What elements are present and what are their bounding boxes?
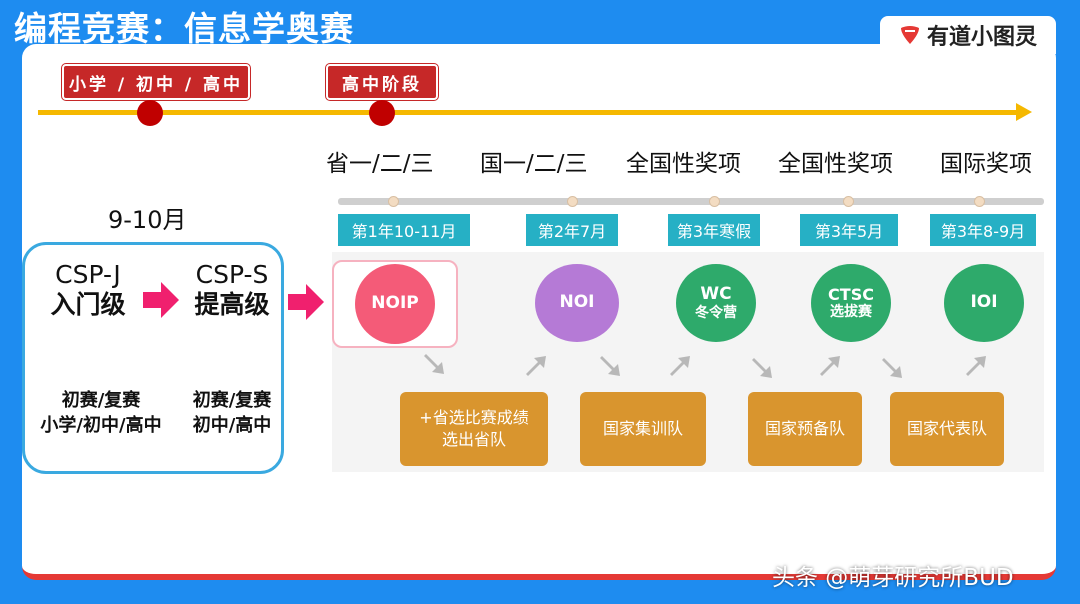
csp-level-desc: 提高级: [194, 290, 270, 319]
timeline-arrowhead: [1016, 103, 1032, 121]
arrow-down-right-icon: [752, 358, 772, 378]
team-box-line: +省选比赛成绩: [419, 407, 529, 427]
stage-tag-primary-to-high: 小学 / 初中 / 高中: [61, 63, 251, 101]
competition-subname: 选拔赛: [830, 304, 872, 321]
track-dot: [388, 196, 399, 207]
competition-name: CTSC: [828, 284, 874, 304]
team-box-line: 国家集训队: [602, 418, 683, 438]
track-dot: [709, 196, 720, 207]
csp-grades: 小学/初中/高中: [40, 415, 162, 437]
csp-grades: 初中/高中: [192, 415, 272, 437]
csp-box: [22, 242, 284, 474]
competition-circle-noi: NOI: [535, 264, 619, 342]
csp-j-note: 初赛/复赛 小学/初中/高中: [26, 388, 176, 438]
month-label: 9-10月: [108, 206, 187, 234]
team-box-national-training: 国家集训队: [580, 392, 706, 466]
stage-tag-high-school: 高中阶段: [325, 63, 439, 101]
csp-s-note: 初赛/复赛 初中/高中: [182, 388, 282, 438]
competition-name: NOIP: [371, 293, 419, 314]
csp-j-title: CSP-J 入门级: [40, 260, 136, 320]
team-box-line: 选出省队: [441, 430, 506, 449]
track-dot: [843, 196, 854, 207]
arrow-right-icon: [288, 284, 324, 320]
timeline-line: [38, 110, 1018, 115]
csp-level-name: CSP-S: [195, 260, 269, 289]
competition-name: IOI: [970, 292, 998, 313]
time-tag: 第3年5月: [800, 214, 898, 246]
competition-circle-wc: WC 冬令营: [676, 264, 756, 342]
page-title: 编程竞赛：信息学奥赛: [14, 9, 354, 48]
arrow-down-right-icon: [882, 358, 902, 378]
timeline-marker: [137, 100, 163, 126]
arrow-down-right-icon: [424, 354, 444, 374]
csp-level-name: CSP-J: [55, 260, 121, 289]
youdao-heart-icon: [900, 26, 919, 44]
competition-name: WC: [700, 284, 732, 305]
award-label: 国际奖项: [940, 151, 1032, 177]
csp-s-title: CSP-S 提高级: [184, 260, 280, 320]
arrow-up-right-icon: [820, 356, 840, 376]
brand-logo: 有道小图灵: [880, 16, 1056, 54]
arrow-up-right-icon: [526, 356, 546, 376]
award-label: 国一/二/三: [480, 151, 588, 177]
arrow-down-right-icon: [600, 356, 620, 376]
track-dot: [974, 196, 985, 207]
award-label: 全国性奖项: [626, 151, 741, 177]
team-box-line: 国家代表队: [906, 418, 987, 438]
competition-circle-noip: NOIP: [355, 264, 435, 344]
time-tag: 第2年7月: [526, 214, 618, 246]
arrow-right-icon: [143, 282, 179, 318]
team-box-line: 国家预备队: [764, 418, 845, 438]
watermark: 头条 @萌芽研究所BUD: [772, 565, 1014, 591]
brand-logo-text: 有道小图灵: [926, 25, 1037, 50]
timeline-marker: [369, 100, 395, 126]
csp-level-desc: 入门级: [50, 290, 126, 319]
award-label: 省一/二/三: [326, 151, 434, 177]
time-tag: 第3年8-9月: [930, 214, 1036, 246]
competition-subname: 冬令营: [695, 304, 737, 321]
progress-track: [338, 198, 1044, 205]
time-tag: 第3年寒假: [668, 214, 760, 246]
competition-circle-ctsc: CTSC 选拔赛: [811, 264, 891, 342]
competition-circle-ioi: IOI: [944, 264, 1024, 342]
team-box-national-reserve: 国家预备队: [748, 392, 862, 466]
csp-round: 初赛/复赛: [61, 390, 141, 411]
competition-name: NOI: [559, 292, 595, 313]
time-tag: 第1年10-11月: [338, 214, 470, 246]
team-box-provincial: +省选比赛成绩 选出省队: [400, 392, 548, 466]
team-box-national-representative: 国家代表队: [890, 392, 1004, 466]
arrow-up-right-icon: [966, 356, 986, 376]
award-label: 全国性奖项: [778, 151, 893, 177]
arrow-up-right-icon: [670, 356, 690, 376]
csp-round: 初赛/复赛: [192, 390, 272, 411]
track-dot: [567, 196, 578, 207]
